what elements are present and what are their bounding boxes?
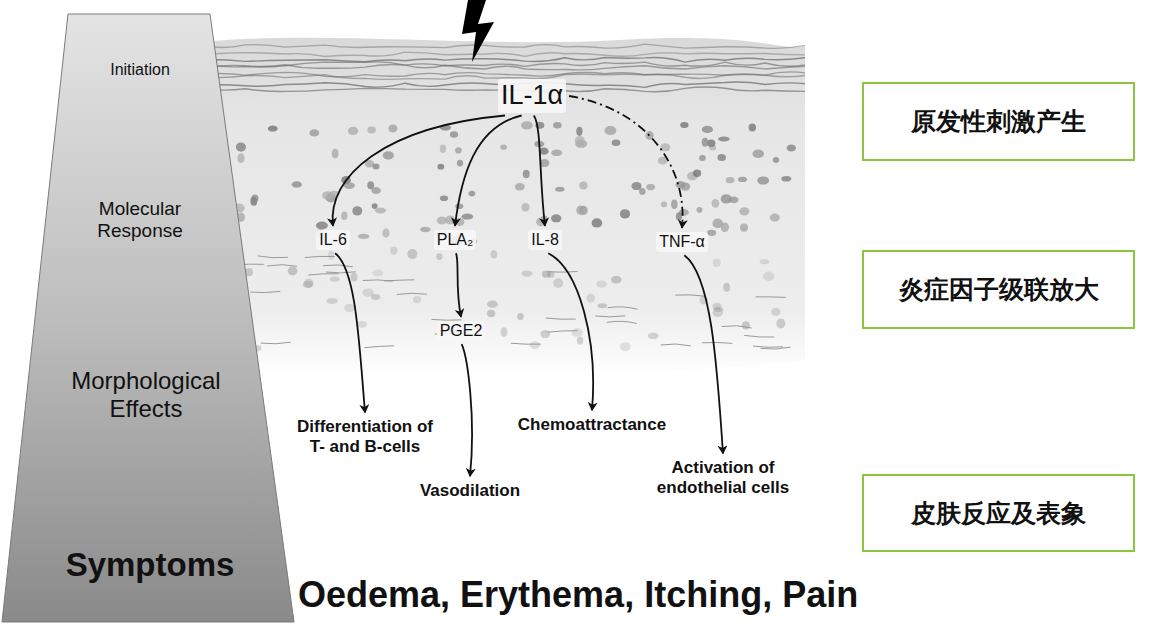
mediator-label: TNF-α bbox=[656, 232, 708, 252]
stage-pyramid: InitiationMolecular ResponseMorphologica… bbox=[0, 0, 300, 631]
mediator-text: IL-8 bbox=[531, 231, 559, 249]
stage-box: 炎症因子级联放大 bbox=[862, 250, 1135, 329]
mediator-label: Activation of endothelial cells bbox=[653, 457, 793, 498]
cascade-arrow bbox=[462, 344, 472, 476]
cascade-arrow bbox=[569, 96, 682, 228]
mediator-text: Chemoattractance bbox=[518, 415, 666, 435]
stimulus-bolt bbox=[462, 0, 494, 62]
mediator-label: Vasodilation bbox=[417, 480, 523, 502]
cascade-arrow bbox=[456, 253, 461, 317]
stage-title: 皮肤反应及表象 bbox=[911, 497, 1086, 530]
stage-label: Symptoms bbox=[40, 546, 260, 584]
mediator-label: IL-8 bbox=[528, 230, 562, 250]
tissue-cells bbox=[211, 121, 796, 351]
mediator-label: IL-6 bbox=[316, 230, 350, 250]
stage-title: 炎症因子级联放大 bbox=[899, 273, 1099, 306]
cascade-arrow bbox=[335, 253, 365, 412]
mediator-label: Differentiation of T- and B-cells bbox=[290, 416, 440, 457]
tissue-ground bbox=[205, 38, 805, 377]
stage-title: 原发性刺激产生 bbox=[911, 105, 1086, 138]
stage-label: Molecular Response bbox=[70, 198, 210, 242]
cascade-arrow bbox=[534, 116, 545, 226]
mediator-text: Vasodilation bbox=[420, 481, 520, 501]
mediator-label: PLA₂ bbox=[434, 230, 476, 250]
symptom-list: Oedema, Erythema, Itching, Pain bbox=[298, 574, 858, 616]
mediator-text: PGE2 bbox=[440, 322, 483, 340]
stage-label: Initiation bbox=[80, 61, 200, 79]
mediator-text: Differentiation of T- and B-cells bbox=[293, 417, 437, 456]
mediator-text: IL-1α bbox=[501, 80, 563, 111]
mediator-text: PLA₂ bbox=[437, 231, 473, 249]
cascade-arrow bbox=[548, 253, 593, 410]
mediator-label: IL-1α bbox=[498, 79, 566, 112]
mediator-label: Chemoattractance bbox=[515, 414, 669, 436]
cascade-arrow bbox=[684, 255, 723, 453]
mediator-text: Activation of endothelial cells bbox=[656, 458, 790, 497]
mediator-label: PGE2 bbox=[437, 321, 486, 341]
stage-label: Morphological Effects bbox=[51, 367, 241, 422]
stage-box: 皮肤反应及表象 bbox=[862, 474, 1135, 552]
cascade-arrow bbox=[333, 116, 505, 226]
mediator-text: IL-6 bbox=[319, 231, 347, 249]
cascade-arrow bbox=[455, 116, 522, 226]
stage-box: 原发性刺激产生 bbox=[862, 82, 1135, 161]
mediator-text: TNF-α bbox=[659, 233, 705, 251]
pyramid-outline bbox=[0, 0, 300, 631]
